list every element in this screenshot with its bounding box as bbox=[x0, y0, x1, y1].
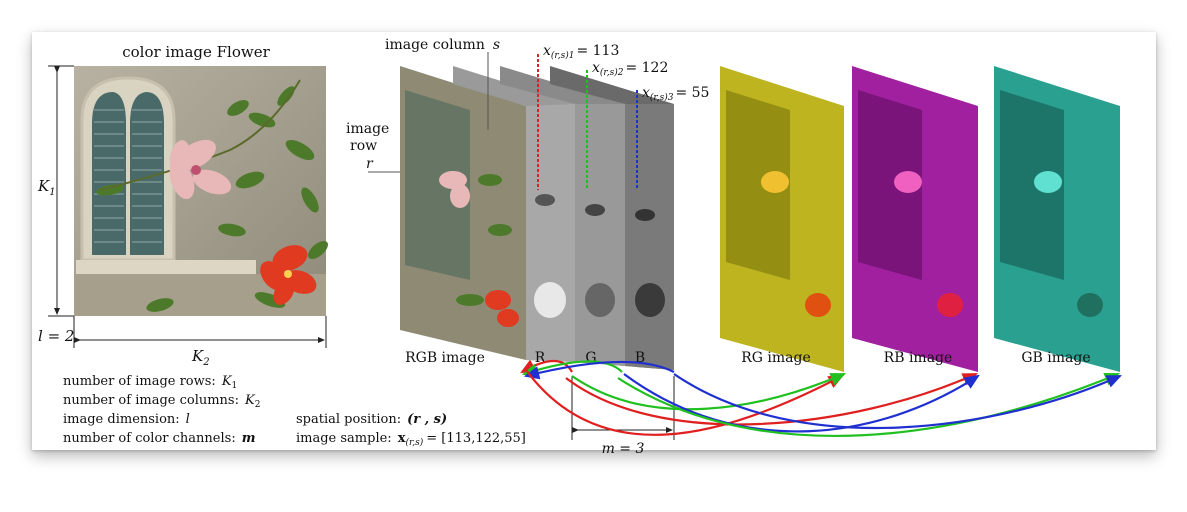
sample-green-label: x(r,s)2= 122 bbox=[592, 60, 668, 78]
gb-plane bbox=[994, 66, 1120, 372]
image-row-label-1: image bbox=[346, 121, 389, 137]
arrow-b-to-rb bbox=[623, 373, 980, 433]
channel-g-label: G bbox=[585, 350, 596, 366]
arrow-g-to-rg bbox=[571, 372, 847, 411]
channel-count-label: m = 3 bbox=[602, 441, 645, 457]
image-row-label-2: row bbox=[350, 138, 377, 154]
combination-arrows bbox=[520, 359, 1123, 437]
legend-channels: number of color channels:m bbox=[63, 431, 255, 446]
spatial-position: spatial position:(r , s) bbox=[296, 412, 447, 427]
rgb-image-label: RGB image bbox=[405, 350, 485, 366]
legend-dimension: image dimension:l bbox=[63, 412, 190, 427]
dimension-lines bbox=[48, 65, 327, 348]
channel-b-label: B bbox=[635, 350, 645, 366]
image-sample: image sample:x(r,s)= [113,122,55] bbox=[296, 431, 526, 448]
rgb-plane bbox=[400, 66, 526, 360]
rg-plane bbox=[720, 66, 844, 372]
flower-photo bbox=[74, 66, 328, 316]
sample-blue-label: x(r,s)3= 55 bbox=[642, 85, 709, 103]
rb-image-label: RB image bbox=[884, 350, 953, 366]
legend: number of image rows:K1 number of image … bbox=[63, 374, 260, 446]
green-channel-plane bbox=[500, 66, 625, 366]
gb-image-label: GB image bbox=[1021, 350, 1090, 366]
image-dimension-label: l = 2 bbox=[38, 327, 74, 345]
arrow-g-to-gb bbox=[617, 372, 1121, 437]
red-channel-plane bbox=[453, 66, 575, 362]
channel-r-label: R bbox=[535, 350, 546, 366]
rows-dimension-label: K1 bbox=[37, 177, 56, 198]
rg-image-label: RG image bbox=[741, 350, 811, 366]
arrow-b-to-gb bbox=[673, 373, 1123, 430]
image-row-label-r: r bbox=[366, 156, 374, 172]
legend-rows: number of image rows:K1 bbox=[63, 374, 237, 391]
arrow-b-to-rgb bbox=[523, 360, 675, 380]
figure-title: color image Flower bbox=[122, 43, 270, 61]
arrow-r-to-rb bbox=[565, 372, 979, 426]
arrow-r-to-rg bbox=[525, 369, 844, 436]
rb-plane bbox=[852, 66, 978, 372]
cols-dimension-label: K2 bbox=[191, 347, 210, 368]
sample-red-label: x(r,s)1= 113 bbox=[543, 43, 619, 61]
legend-cols: number of image columns:K2 bbox=[63, 393, 260, 410]
